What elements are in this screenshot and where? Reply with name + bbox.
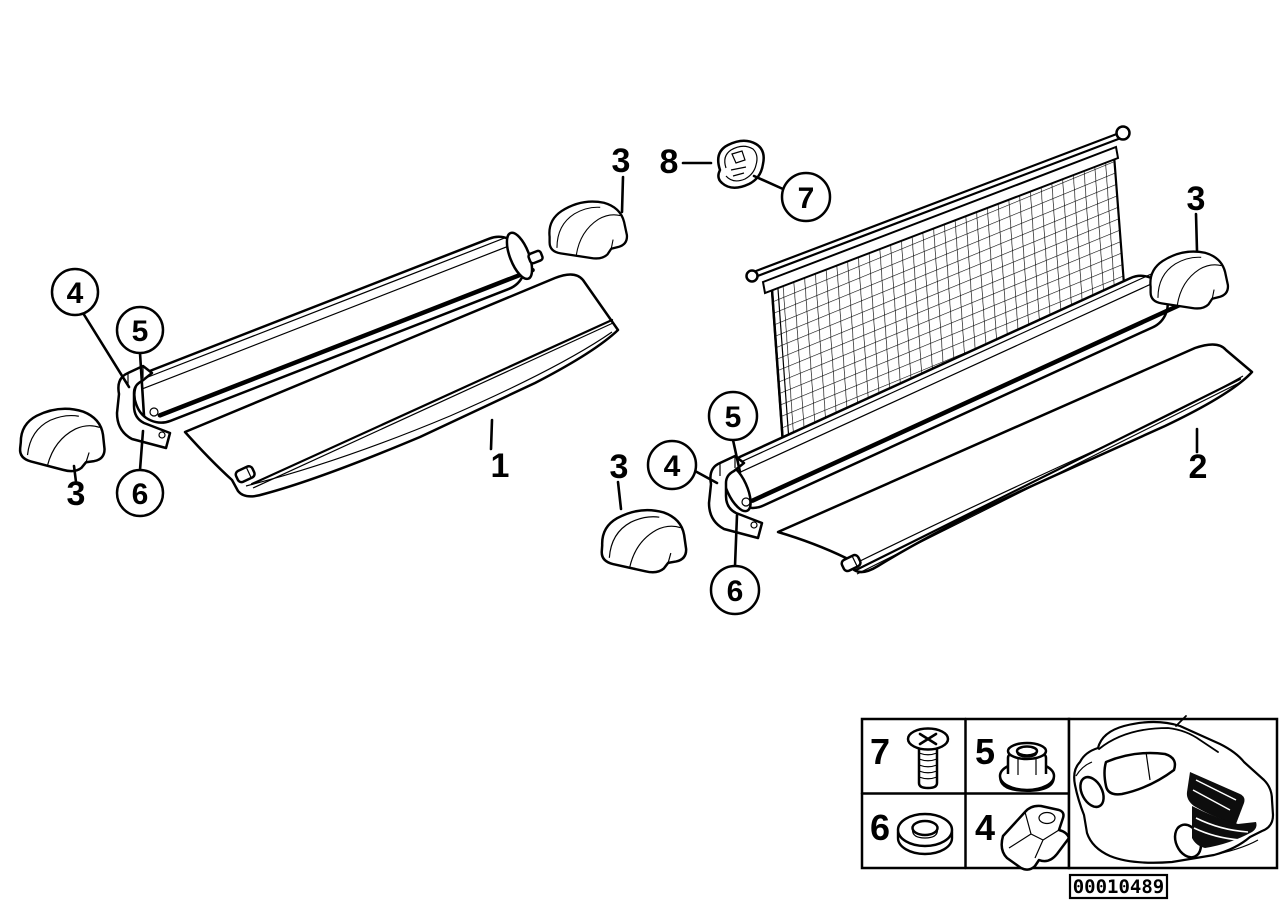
callout-4-left[interactable]: 4 bbox=[50, 267, 100, 317]
callout-6-left[interactable]: 6 bbox=[115, 468, 165, 518]
housing-ridge-lines bbox=[139, 235, 516, 390]
legend-label-6: 6 bbox=[870, 807, 890, 848]
phillips-screw-icon bbox=[906, 727, 950, 790]
left-pull-rod bbox=[250, 318, 614, 486]
housing-ridge-lines bbox=[730, 270, 1164, 477]
car-rear-window bbox=[1186, 772, 1245, 824]
car-front-wheel bbox=[1079, 775, 1105, 809]
part-label-3-top-right[interactable]: 3 bbox=[1187, 180, 1206, 218]
callout-6-right[interactable]: 6 bbox=[709, 564, 761, 616]
part-label-2[interactable]: 2 bbox=[1189, 448, 1208, 486]
car-side-window bbox=[1103, 751, 1177, 796]
callout-4-right-label[interactable]: 4 bbox=[664, 450, 681, 483]
legend-cell-6: 6 bbox=[870, 807, 954, 856]
left-roller-housing bbox=[133, 231, 544, 424]
net-rod-right-knob bbox=[1115, 125, 1131, 141]
left-cover-shelf bbox=[183, 273, 620, 498]
net-left-rail-inner bbox=[777, 288, 791, 456]
washer-icon bbox=[896, 812, 954, 856]
left-cover-assembly bbox=[18, 200, 629, 498]
flange-nut-icon bbox=[998, 741, 1056, 792]
part-label-3-top-left[interactable]: 3 bbox=[612, 142, 631, 180]
right-cover-with-net-assembly bbox=[600, 125, 1254, 575]
housing-slot bbox=[157, 267, 535, 418]
legend-cell-7: 7 bbox=[870, 727, 950, 790]
callout-6-left-label[interactable]: 6 bbox=[132, 478, 149, 511]
right-rod-tip bbox=[840, 553, 862, 573]
legend-label-4: 4 bbox=[975, 807, 995, 848]
part-label-8[interactable]: 8 bbox=[660, 143, 679, 181]
leader-lines bbox=[72, 161, 1199, 568]
plain-part-labels: 3 1 3 8 3 2 3 bbox=[67, 142, 1208, 513]
diagram-id-box: 00010489 bbox=[1068, 873, 1169, 900]
luggage-net bbox=[745, 125, 1131, 460]
part-label-3-left-cap[interactable]: 3 bbox=[67, 475, 86, 513]
right-cover-shelf bbox=[776, 343, 1254, 575]
legend-cell-4: 4 bbox=[975, 804, 1071, 871]
callout-5-left-label[interactable]: 5 bbox=[132, 315, 149, 348]
legend-vehicle-box bbox=[1067, 715, 1279, 870]
part-label-1[interactable]: 1 bbox=[491, 447, 510, 485]
end-cap-right-assembly-right bbox=[1149, 250, 1230, 310]
car-rear-three-quarter-icon bbox=[1073, 715, 1275, 864]
legend-label-7: 7 bbox=[870, 731, 890, 772]
housing-right-end bbox=[505, 231, 534, 281]
net-left-rail bbox=[770, 288, 786, 460]
end-cap-left-assembly-left bbox=[18, 407, 106, 473]
part-label-3-middle[interactable]: 3 bbox=[610, 448, 629, 486]
callout-5-left[interactable]: 5 bbox=[115, 305, 165, 355]
callout-5-right[interactable]: 5 bbox=[707, 390, 759, 442]
legend-cell-5: 5 bbox=[975, 731, 1056, 792]
car-trunk-shading bbox=[1192, 806, 1257, 848]
diagram-id-text: 00010489 bbox=[1073, 876, 1165, 898]
left-rod-tip bbox=[234, 465, 256, 484]
net-top-rod bbox=[753, 130, 1124, 279]
net-rod-left-knob bbox=[745, 269, 759, 283]
end-cap-right-assembly-left bbox=[600, 508, 688, 574]
end-cap-left-assembly-right bbox=[548, 200, 629, 260]
legend-label-5: 5 bbox=[975, 731, 995, 772]
callout-6-right-label[interactable]: 6 bbox=[727, 575, 744, 608]
legend: 7 5 6 bbox=[860, 715, 1279, 900]
callout-5-right-label[interactable]: 5 bbox=[725, 401, 742, 434]
housing-right-pin bbox=[527, 249, 544, 265]
circled-callouts: 4 5 6 7 5 4 6 bbox=[50, 171, 832, 616]
right-pull-rod bbox=[854, 377, 1242, 572]
housing-slot bbox=[750, 302, 1183, 503]
callout-4-left-label[interactable]: 4 bbox=[67, 277, 84, 310]
net-retainer-part bbox=[717, 139, 765, 189]
net-top-hem bbox=[761, 145, 1120, 295]
clamp-bracket-icon bbox=[1000, 804, 1071, 871]
right-mounting-bracket bbox=[707, 454, 764, 540]
callout-7[interactable]: 7 bbox=[780, 171, 832, 223]
callout-4-right[interactable]: 4 bbox=[646, 439, 698, 491]
callout-7-label[interactable]: 7 bbox=[798, 182, 815, 215]
